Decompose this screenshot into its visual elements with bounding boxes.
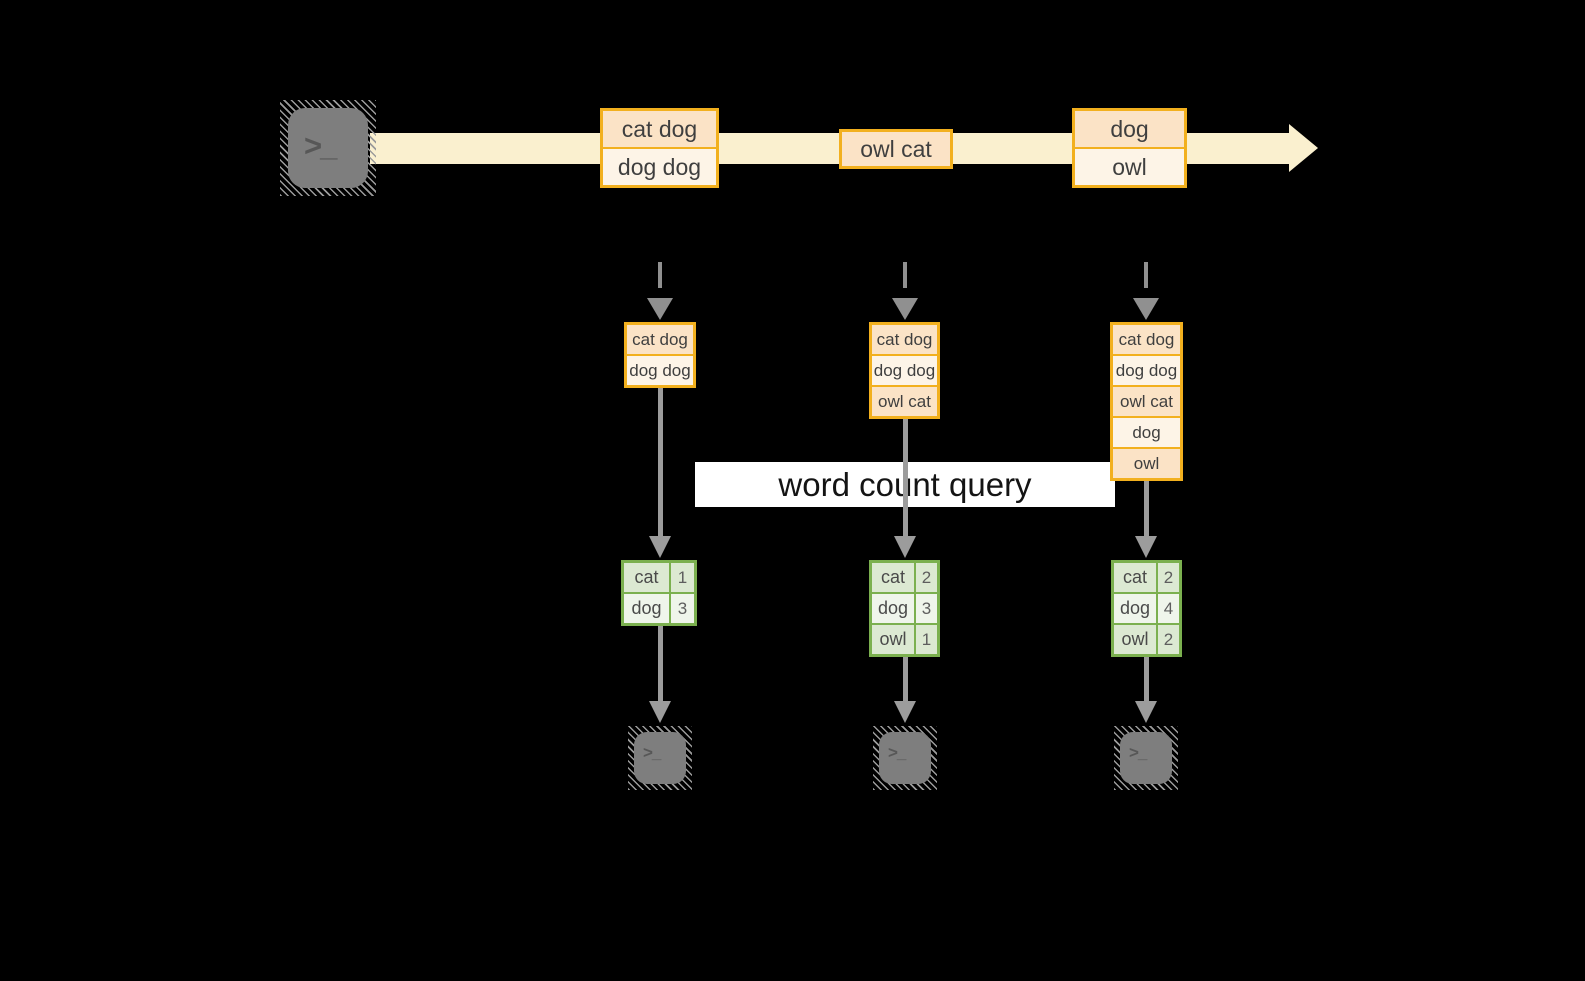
word-cell: dog bbox=[1114, 594, 1156, 623]
query-arrow-1 bbox=[658, 388, 663, 536]
output-arrowhead-icon bbox=[649, 701, 671, 723]
event-buffer-1: cat dog dog dog bbox=[624, 322, 696, 388]
count-cell: 4 bbox=[1158, 594, 1179, 623]
ingest-arrow-3 bbox=[1144, 262, 1148, 295]
query-arrowhead-icon bbox=[649, 536, 671, 558]
terminal-screen: >_ bbox=[634, 732, 686, 784]
query-arrow-3 bbox=[1144, 481, 1149, 536]
terminal-screen: >_ bbox=[879, 732, 931, 784]
count-cell: 3 bbox=[671, 594, 694, 623]
event-record: dog bbox=[1075, 111, 1184, 147]
event-record: dog dog bbox=[603, 149, 716, 185]
count-cell: 2 bbox=[1158, 625, 1179, 654]
query-arrowhead-icon bbox=[894, 536, 916, 558]
buffer-record: cat dog bbox=[872, 325, 937, 354]
ingest-arrow-2 bbox=[903, 262, 907, 295]
sink-terminal-icon-1: >_ bbox=[628, 726, 692, 790]
word-cell: owl bbox=[1114, 625, 1156, 654]
buffer-record: dog bbox=[1113, 418, 1180, 447]
word-cell: cat bbox=[624, 563, 669, 592]
stream-event-1: cat dog dog dog bbox=[600, 108, 719, 188]
ingest-arrowhead-icon bbox=[892, 298, 918, 320]
source-terminal-icon: >_ bbox=[280, 100, 376, 196]
count-cell: 2 bbox=[1158, 563, 1179, 592]
event-buffer-3: cat dog dog dog owl cat dog owl bbox=[1110, 322, 1183, 481]
buffer-record: dog dog bbox=[872, 356, 937, 385]
event-record: cat dog bbox=[603, 111, 716, 147]
event-record: owl cat bbox=[842, 132, 950, 166]
output-arrowhead-icon bbox=[1135, 701, 1157, 723]
query-arrow-2 bbox=[903, 419, 908, 536]
terminal-prompt-icon: >_ bbox=[1129, 743, 1147, 762]
output-arrow-3 bbox=[1144, 657, 1149, 701]
stream-event-2: owl cat bbox=[839, 129, 953, 169]
event-buffer-2: cat dog dog dog owl cat bbox=[869, 322, 940, 419]
word-cell: dog bbox=[872, 594, 914, 623]
terminal-prompt-icon: >_ bbox=[304, 128, 337, 163]
word-count-table-1: cat 1 dog 3 bbox=[621, 560, 697, 626]
query-arrowhead-icon bbox=[1135, 536, 1157, 558]
output-arrow-2 bbox=[903, 657, 908, 701]
count-cell: 1 bbox=[916, 625, 937, 654]
terminal-prompt-icon: >_ bbox=[643, 743, 661, 762]
buffer-record: owl cat bbox=[872, 387, 937, 416]
buffer-record: dog dog bbox=[1113, 356, 1180, 385]
event-record: owl bbox=[1075, 149, 1184, 185]
buffer-record: dog dog bbox=[627, 356, 693, 385]
sink-terminal-icon-2: >_ bbox=[873, 726, 937, 790]
word-cell: dog bbox=[624, 594, 669, 623]
word-cell: cat bbox=[1114, 563, 1156, 592]
stream-event-3: dog owl bbox=[1072, 108, 1187, 188]
ingest-arrow-1 bbox=[658, 262, 662, 295]
count-cell: 2 bbox=[916, 563, 937, 592]
terminal-screen: >_ bbox=[288, 108, 368, 188]
count-cell: 3 bbox=[916, 594, 937, 623]
sink-terminal-icon-3: >_ bbox=[1114, 726, 1178, 790]
ingest-arrowhead-icon bbox=[1133, 298, 1159, 320]
output-arrowhead-icon bbox=[894, 701, 916, 723]
buffer-record: owl cat bbox=[1113, 387, 1180, 416]
buffer-record: owl bbox=[1113, 449, 1180, 478]
output-arrow-1 bbox=[658, 626, 663, 701]
event-stream-arrowhead-icon bbox=[1289, 124, 1318, 172]
word-count-table-3: cat 2 dog 4 owl 2 bbox=[1111, 560, 1182, 657]
ingest-arrowhead-icon bbox=[647, 298, 673, 320]
buffer-record: cat dog bbox=[627, 325, 693, 354]
buffer-record: cat dog bbox=[1113, 325, 1180, 354]
terminal-prompt-icon: >_ bbox=[888, 743, 906, 762]
terminal-screen: >_ bbox=[1120, 732, 1172, 784]
word-cell: cat bbox=[872, 563, 914, 592]
word-cell: owl bbox=[872, 625, 914, 654]
word-count-table-2: cat 2 dog 3 owl 1 bbox=[869, 560, 940, 657]
count-cell: 1 bbox=[671, 563, 694, 592]
